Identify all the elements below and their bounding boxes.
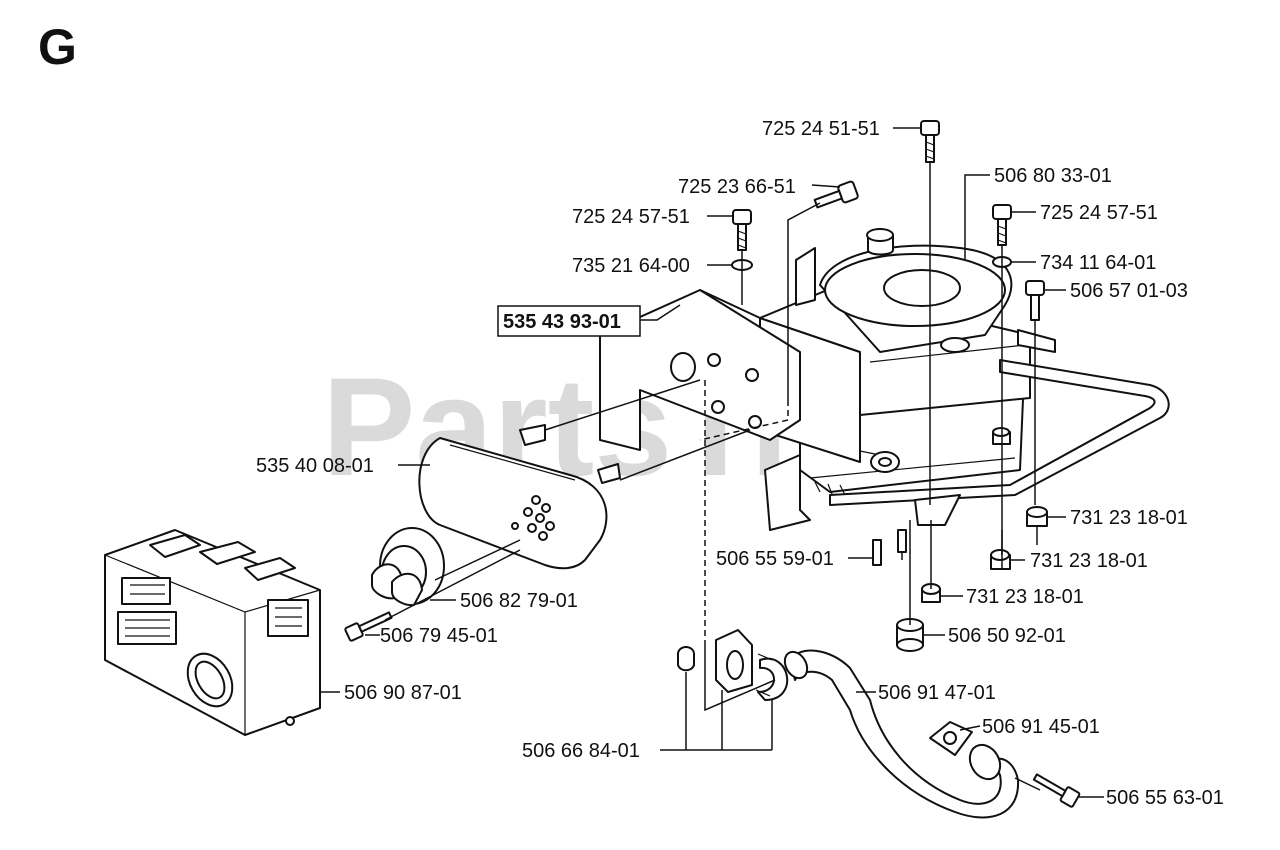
bolts [344,120,1081,808]
part-label-p8: 506 57 01-03 [1070,280,1188,302]
part-label-p15: 731 23 18-01 [966,586,1084,608]
part-label-p14: 506 82 79-01 [460,590,578,612]
nuts-spacers [872,427,1048,652]
clamp-drawing [677,629,789,701]
exhaust-pipe-drawing [783,649,1020,819]
part-label-p9-box [497,305,641,337]
muffler-guard-drawing [104,529,321,736]
part-label-p7: 734 11 64-01 [1040,252,1156,274]
part-label-p1: 725 24 51-51 [762,118,880,140]
part-label-p17: 506 50 92-01 [948,625,1066,647]
muffler-bracket [599,289,811,531]
part-label-p13: 731 23 18-01 [1030,550,1148,572]
part-label-p10: 535 40 08-01 [256,455,374,477]
part-label-p3: 506 80 33-01 [994,165,1112,187]
part-label-p19: 506 90 87-01 [344,682,462,704]
section-letter: G [38,19,77,75]
part-label-p6: 735 21 64-00 [572,255,690,277]
part-label-p2: 725 23 66-51 [678,176,796,198]
part-label-p18: 506 91 47-01 [878,682,996,704]
part-label-p22: 506 55 63-01 [1106,787,1224,809]
frame-tube [829,359,1170,526]
part-labels: 725 24 51-51 725 23 66-51 506 80 33-01 7… [256,118,1224,809]
part-label-p16: 506 79 45-01 [380,625,498,647]
part-label-p20: 506 91 45-01 [982,716,1100,738]
part-label-p4: 725 24 57-51 [572,206,690,228]
muffler-drawing [418,424,621,570]
part-label-p12: 506 55 59-01 [716,548,834,570]
deflector-drawing [371,527,445,607]
part-label-p9: 535 43 93-01 [503,311,621,333]
leader-lines [320,127,1104,798]
part-label-p11: 731 23 18-01 [1070,507,1188,529]
part-label-p21: 506 66 84-01 [522,740,640,762]
part-label-p5: 725 24 57-51 [1040,202,1158,224]
